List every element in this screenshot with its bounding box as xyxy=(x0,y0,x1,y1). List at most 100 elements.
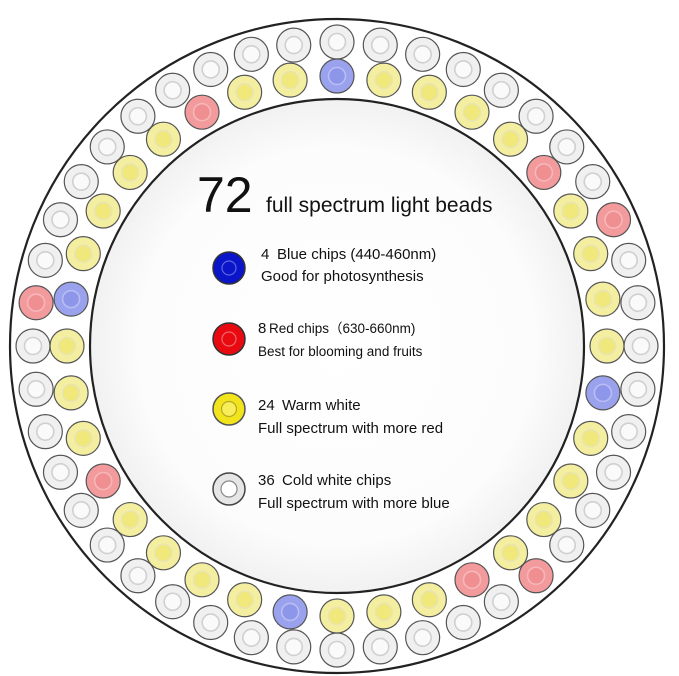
bead-cold-outer-39 xyxy=(120,98,156,134)
bead-warm-inner-2 xyxy=(411,74,447,110)
bead-cold-outer-24 xyxy=(233,620,269,656)
bead-cold-outer-1 xyxy=(362,27,398,63)
warm-white-chip-icon-core xyxy=(220,400,238,418)
inner-disc xyxy=(88,97,586,595)
bead-warm-inner-8 xyxy=(585,281,621,317)
bead-cold-outer-23 xyxy=(276,629,312,665)
bead-cold-outer-28 xyxy=(89,527,125,563)
bead-cold-outer-15 xyxy=(575,492,611,528)
legend-title-cold: Cold white chips xyxy=(282,472,391,489)
bead-warm-inner-18 xyxy=(319,598,355,634)
bead-warm-inner-16 xyxy=(411,582,447,618)
bead-cold-outer-43 xyxy=(276,27,312,63)
bead-cold-outer-12 xyxy=(620,371,656,407)
bead-warm-inner-20 xyxy=(227,582,263,618)
bead-cold-outer-42 xyxy=(233,36,269,72)
legend-desc-warm: Full spectrum with more red xyxy=(258,420,443,437)
bead-warm-inner-31 xyxy=(112,154,148,191)
bead-cold-outer-0 xyxy=(319,24,355,60)
bead-cold-outer-16 xyxy=(549,527,585,563)
bead-warm-inner-21 xyxy=(184,562,220,598)
bead-cold-outer-9 xyxy=(611,242,647,278)
bead-cold-outer-33 xyxy=(15,328,51,364)
bead-cold-outer-22 xyxy=(319,632,355,668)
bead-warm-inner-7 xyxy=(573,236,609,272)
bead-red-inner-24 xyxy=(85,463,121,499)
bead-cold-outer-2 xyxy=(405,36,441,72)
bead-warm-inner-6 xyxy=(553,193,589,229)
bead-cold-outer-36 xyxy=(42,202,79,238)
bead-cold-outer-35 xyxy=(27,242,63,278)
bead-cold-outer-14 xyxy=(595,454,632,490)
bead-cold-outer-40 xyxy=(155,72,191,108)
legend-title-red: Red chips（630-660nm) xyxy=(269,321,415,336)
bead-warm-inner-26 xyxy=(53,375,89,411)
legend-count-cold: 36 xyxy=(258,472,275,489)
bead-warm-inner-12 xyxy=(553,463,589,499)
bead-cold-outer-10 xyxy=(620,285,656,321)
bead-warm-inner-32 xyxy=(145,121,182,157)
bead-warm-inner-17 xyxy=(366,594,402,630)
bead-layer xyxy=(15,24,659,668)
bead-red-inner-33 xyxy=(184,94,220,130)
legend-item-blue: 4 Blue chips (440-460nm) Good for photos… xyxy=(212,246,436,285)
bead-warm-inner-14 xyxy=(492,535,529,571)
bead-warm-inner-3 xyxy=(454,94,490,130)
bead-warm-inner-9 xyxy=(589,328,625,364)
blue-chip-icon-core xyxy=(221,260,237,276)
legend-desc-red: Best for blooming and fruits xyxy=(258,344,423,359)
legend-count-red: 8 xyxy=(258,320,266,337)
bead-cold-outer-25 xyxy=(193,604,229,641)
bead-cold-outer-11 xyxy=(623,328,659,364)
cold-white-chip-icon-core xyxy=(220,480,238,498)
bead-cold-outer-3 xyxy=(445,51,481,88)
bead-cold-outer-5 xyxy=(518,98,554,134)
bead-warm-inner-23 xyxy=(112,501,148,538)
bead-cold-outer-38 xyxy=(89,129,125,165)
bead-cold-outer-31 xyxy=(27,414,63,450)
legend-item-cold: 36 Cold white chips Full spectrum with m… xyxy=(212,472,450,512)
bead-cold-outer-7 xyxy=(575,164,611,200)
bead-warm-inner-29 xyxy=(65,236,101,272)
red-chip-icon xyxy=(212,322,246,356)
blue-chip-icon xyxy=(212,251,246,285)
bead-warm-inner-30 xyxy=(85,193,121,229)
bead-cold-outer-19 xyxy=(445,604,481,641)
bead-warm-inner-13 xyxy=(526,501,562,538)
bead-red-inner-5 xyxy=(526,154,562,191)
legend-desc-cold: Full spectrum with more blue xyxy=(258,495,450,512)
legend-count-blue: 4 xyxy=(261,246,269,263)
bead-cold-outer-32 xyxy=(18,371,54,407)
bead-warm-inner-1 xyxy=(366,62,402,98)
bead-red-outer-17 xyxy=(518,558,554,594)
bead-cold-outer-18 xyxy=(483,584,519,620)
bead-blue-inner-10 xyxy=(585,375,621,411)
bead-cold-outer-20 xyxy=(405,620,441,656)
bead-warm-inner-27 xyxy=(49,328,85,364)
legend: 4 Blue chips (440-460nm) Good for photos… xyxy=(212,246,450,512)
legend-item-red: 8 Red chips（630-660nm) Best for blooming… xyxy=(212,320,423,359)
headline-count: 72 xyxy=(197,167,253,223)
red-chip-icon-core xyxy=(221,331,237,347)
bead-cold-outer-27 xyxy=(120,558,156,594)
headline-text: full spectrum light beads xyxy=(266,194,492,217)
bead-warm-inner-35 xyxy=(272,62,308,98)
bead-warm-inner-11 xyxy=(573,420,609,456)
bead-blue-inner-28 xyxy=(53,281,89,317)
legend-desc-blue: Good for photosynthesis xyxy=(261,268,424,285)
bead-cold-outer-4 xyxy=(483,72,519,108)
bead-red-outer-8 xyxy=(595,202,632,238)
bead-cold-outer-41 xyxy=(193,51,229,88)
bead-cold-outer-6 xyxy=(549,129,585,165)
bead-warm-inner-4 xyxy=(492,121,529,157)
bead-warm-inner-25 xyxy=(65,420,101,456)
bead-blue-inner-19 xyxy=(272,594,308,630)
bead-red-inner-15 xyxy=(454,562,490,598)
bead-warm-inner-34 xyxy=(227,74,263,110)
bead-red-outer-34 xyxy=(18,285,54,321)
bead-cold-outer-21 xyxy=(362,629,398,665)
bead-warm-inner-22 xyxy=(145,535,182,571)
legend-title-blue: Blue chips (440-460nm) xyxy=(277,246,436,263)
bead-blue-inner-0 xyxy=(319,58,355,94)
